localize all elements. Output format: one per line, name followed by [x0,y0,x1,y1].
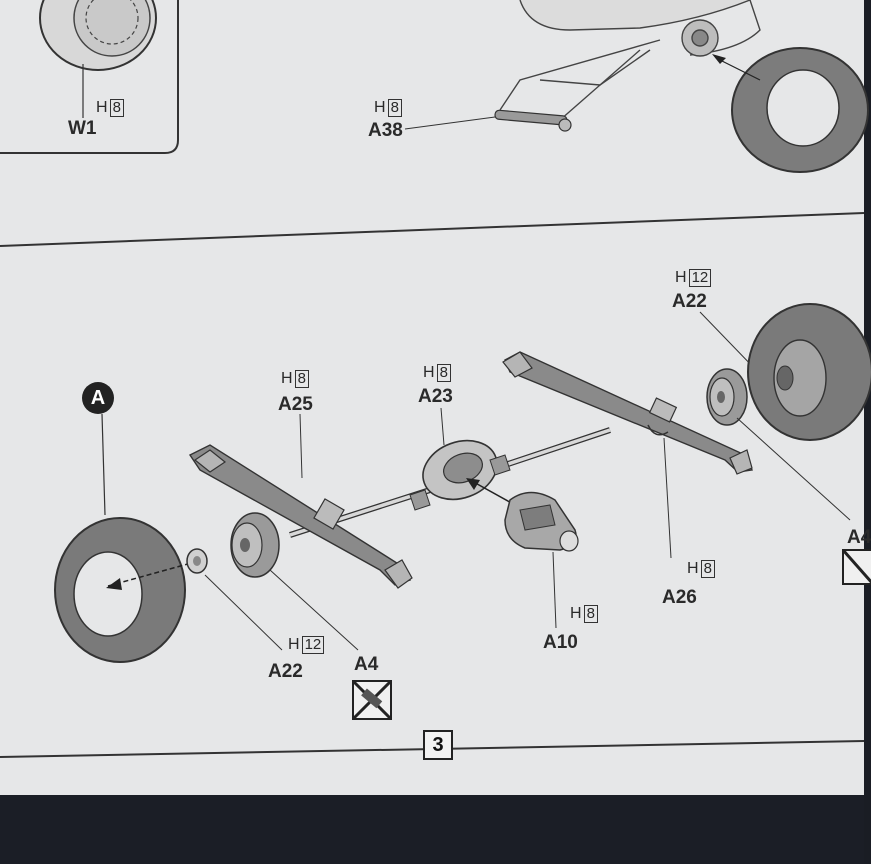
label-a26: A26 [662,587,697,608]
dark-table-surface [0,795,864,864]
callout-a-badge: A [82,382,114,414]
label-a10: A10 [543,632,578,653]
label-a23: A23 [418,386,453,407]
wheel-w1-drawing [39,0,157,118]
tire-top-right [712,47,869,173]
tire-left [54,413,186,663]
label-a38: A38 [368,120,403,141]
cement-icon-right [841,549,871,585]
label-a4: A4 [354,654,379,675]
top-left-panel-border [0,0,179,154]
part-a10-diff-cover [504,491,579,629]
label-a22-bottom: A22 [268,661,303,682]
section-divider [0,212,865,247]
label-a22-top: A22 [672,291,707,312]
part-a25-leaf-spring [188,413,413,589]
part-a26-leaf-spring [502,351,754,559]
part-a4-drum-right [706,368,851,521]
part-a22-washer-left [186,548,283,651]
label-a4-right: A4 [847,527,871,548]
step-number: 3 [423,730,453,760]
label-a25: A25 [278,394,313,415]
tire-right [747,303,871,441]
label-w1: W1 [68,118,97,139]
part-a4-drum-left [230,512,359,651]
part-a38-rod [404,109,572,132]
cement-icon [351,679,393,721]
chassis-sketch [499,0,761,121]
